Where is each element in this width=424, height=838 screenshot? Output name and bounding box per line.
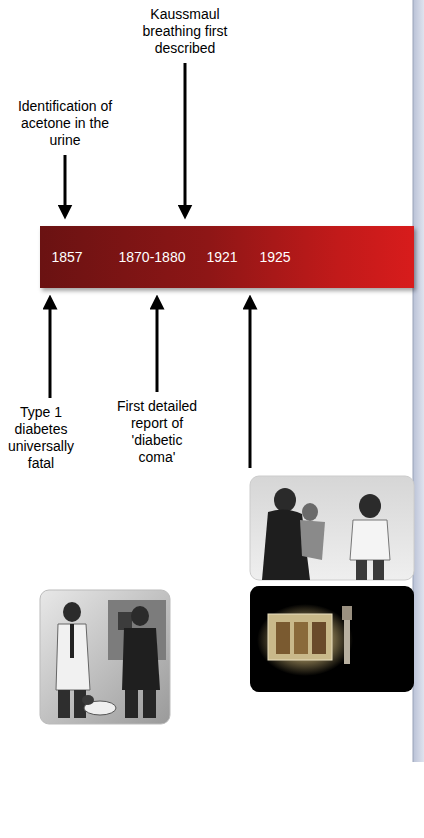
photo-insulin-kit — [250, 586, 414, 692]
pointer-arrow — [249, 302, 252, 468]
pointer-arrow — [156, 302, 159, 392]
event-label: Kaussmaul breathing first described — [123, 6, 247, 57]
pointer-arrow — [49, 302, 52, 398]
photo-banting-best — [40, 590, 170, 724]
event-label: First detailed report of 'diabetic coma' — [115, 398, 199, 466]
event-label: Type 1 diabetes universally fatal — [4, 404, 78, 472]
timeline-band: 1857 1870-1880 1921 1925 — [40, 226, 414, 288]
side-panel — [413, 0, 424, 762]
year-label: 1870-1880 — [119, 249, 186, 266]
pointer-arrow — [184, 63, 187, 212]
pointer-arrow — [64, 155, 67, 212]
year-label: 1857 — [51, 249, 82, 266]
photo-mother-child — [250, 476, 414, 580]
year-label: 1921 — [206, 249, 237, 266]
event-label: Identification of acetone in the urine — [13, 98, 117, 149]
year-label: 1925 — [259, 249, 290, 266]
